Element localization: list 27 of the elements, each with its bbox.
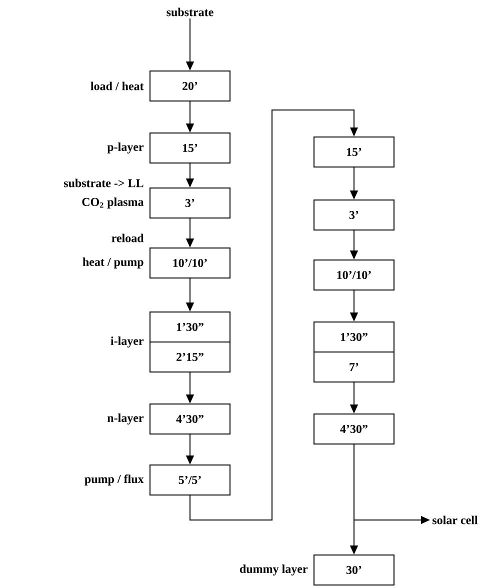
step-box: 10’/10’ — [150, 248, 230, 278]
step-name: dummy layer — [240, 564, 308, 576]
step-box: 4’30” — [314, 414, 394, 444]
step-box: 10’/10’ — [314, 260, 394, 290]
step-name: pump / flux — [84, 474, 144, 486]
step-name: load / heat — [90, 82, 144, 90]
step-name: CO$_{2}$ plasma — [82, 198, 144, 208]
step-name: i-layer — [110, 336, 144, 348]
step-box: 2’15” — [150, 342, 230, 372]
step-box: 3’ — [150, 188, 230, 218]
step-box: 5’/5’ — [150, 464, 230, 496]
step-box: 7’ — [314, 352, 394, 382]
flow-text: substrate — [166, 8, 214, 16]
step-name: p-layer — [107, 142, 144, 154]
step-box: 1’30” — [150, 312, 230, 342]
step-box: 15’ — [314, 136, 394, 168]
step-box: 1’30” — [314, 322, 394, 352]
step-box: 30’ — [314, 554, 394, 586]
edge-label: reload — [112, 234, 144, 242]
step-name: heat / pump — [82, 258, 144, 268]
step-box: 4’30” — [150, 404, 230, 434]
flow-text: solar cell — [432, 516, 478, 524]
step-box: 15’ — [150, 132, 230, 164]
step-name: n-layer — [107, 414, 144, 424]
edge-label: substrate -> LL — [64, 178, 144, 188]
step-box: 3’ — [314, 200, 394, 230]
step-box: 20’ — [150, 70, 230, 102]
